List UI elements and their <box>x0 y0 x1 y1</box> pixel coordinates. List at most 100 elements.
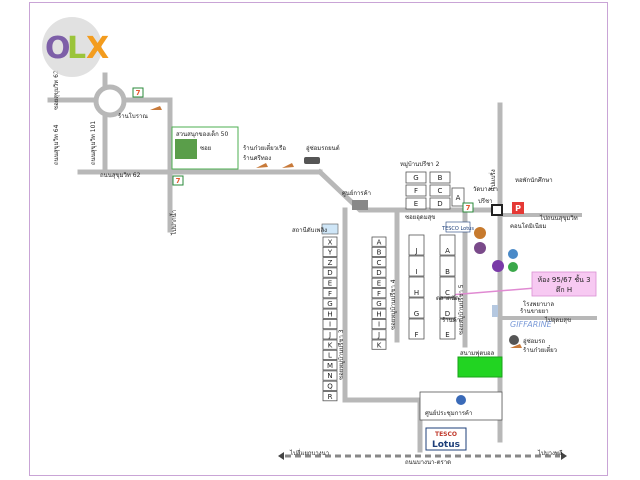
building-block-label: C <box>438 187 443 195</box>
building-icon <box>492 305 498 317</box>
label-to-pakkret: ไปปากน้ำ <box>168 210 178 236</box>
building-block-label: K <box>377 341 382 349</box>
label-park: สวนสนุกของเด็ก 50 <box>176 129 228 138</box>
building-block-label: G <box>376 300 381 308</box>
label-field: สนามฟุตบอล <box>460 350 495 357</box>
label-giffarine: GIFFARINE <box>510 320 553 329</box>
building-block-label: A <box>456 194 461 202</box>
tesco-big-box <box>425 427 467 451</box>
label-tesco-small: TESCO Lotus <box>441 226 474 232</box>
label-bottom-mid: ถนนบางนา-ตราด <box>405 459 451 466</box>
label-temple: วัดบางนา <box>473 186 498 193</box>
label-road-left: ถนนสุขุมวิท 64 <box>53 124 60 165</box>
label-school: ปรีชา <box>478 197 492 205</box>
label-blue-box: สถานีดับเพลิง <box>292 226 327 234</box>
building-block <box>322 267 338 278</box>
building-block <box>429 184 451 197</box>
label-bottom-left: ไปสี่แยกบางนา <box>289 449 329 457</box>
building-block-label: D <box>327 269 332 277</box>
label-petrol: P <box>515 204 521 213</box>
building-block <box>371 267 387 278</box>
label-to-sukhumvit: ไปถนนสุขุมวิท <box>539 214 578 222</box>
building-block-label: D <box>376 269 381 277</box>
building-block <box>322 246 338 258</box>
car-icon <box>509 335 519 345</box>
building-block-label: A <box>377 238 382 246</box>
seven-eleven-icon: 7 <box>132 87 144 98</box>
building-block-label: Q <box>327 383 333 391</box>
building-block <box>371 318 387 330</box>
label-building: ศูนย์ประชุมการค้า <box>425 409 472 417</box>
shop-icon <box>510 344 522 348</box>
label-sukhumvit: ถนนสุขุมวิท 62 <box>100 172 141 179</box>
building-block-label: Z <box>328 259 333 267</box>
building-block <box>408 234 425 256</box>
building-block <box>322 308 338 319</box>
building-block <box>322 236 338 247</box>
building-block <box>371 308 387 319</box>
building-block <box>439 234 456 256</box>
building-block <box>439 318 456 340</box>
building-block <box>322 360 338 371</box>
label-market: ตลาดนัด <box>436 295 459 302</box>
building-block <box>408 297 425 319</box>
seven-eleven-icon: 7 <box>172 175 184 186</box>
building-block <box>408 318 425 340</box>
building-block <box>322 391 338 402</box>
building-block-label: M <box>327 362 333 370</box>
building-block-label: B <box>445 268 450 276</box>
building-block-label: G <box>327 300 332 308</box>
building-block <box>322 380 338 391</box>
building-block <box>408 276 425 298</box>
label-soi-mid: ซอยหมู่บ้านปรีชา 4 <box>389 279 397 330</box>
building-block-label: F <box>414 187 418 195</box>
label-shop-mid2: ร้านศรีทอง <box>243 154 271 162</box>
svg-text:7: 7 <box>176 177 181 185</box>
building-block <box>405 171 427 184</box>
logo-o: O <box>45 31 71 66</box>
callout-box <box>531 271 597 297</box>
label-to-bearing: ไปแบริ่ง <box>489 169 497 191</box>
label-park-sub: ซอย <box>200 145 211 152</box>
building-block-label: G <box>413 174 418 182</box>
blue-box <box>321 223 339 235</box>
building-block <box>322 329 338 340</box>
label-car-wash: อู่ซ่อมรถ <box>523 338 545 345</box>
building-block <box>322 349 338 360</box>
building-block <box>371 236 387 247</box>
building-block-label: E <box>445 331 449 339</box>
building-block <box>371 329 387 340</box>
building-block-label: F <box>414 331 418 339</box>
tesco-small-box <box>445 221 471 233</box>
label-shop-mid1: ร้านก๋วยเตี๋ยวเรือ <box>243 143 286 152</box>
shop-icon <box>256 163 268 168</box>
label-tesco-big: Lotus <box>432 440 460 450</box>
label-soi-right: ซอยหมู่บ้านปรีชา 5 <box>457 284 465 335</box>
school-icon <box>491 204 503 216</box>
car-icon <box>304 157 320 164</box>
building-block-label: J <box>377 331 380 339</box>
building-block <box>405 197 427 210</box>
building-block-label: I <box>329 321 331 329</box>
building-block-label: D <box>437 200 442 208</box>
building-block <box>371 277 387 288</box>
building-block <box>322 339 338 350</box>
building-block-label: F <box>328 290 332 298</box>
building-block <box>429 171 451 184</box>
bank-icon <box>492 260 504 272</box>
label-hospital: โรงพยาบาล <box>523 300 554 308</box>
building-block <box>439 255 456 277</box>
building-block <box>322 277 338 288</box>
building-block <box>451 187 465 207</box>
label-road-left-inner: ถนนสุขุมวิท 101 <box>90 121 97 165</box>
roads <box>47 72 597 460</box>
building-block <box>322 298 338 309</box>
building-block <box>439 297 456 319</box>
logo-x: X <box>86 31 109 66</box>
roundabout <box>93 84 127 118</box>
temple-icon <box>474 227 486 239</box>
label-soi-left: ซอยหมู่บ้านปรีชา 3 <box>337 329 345 380</box>
